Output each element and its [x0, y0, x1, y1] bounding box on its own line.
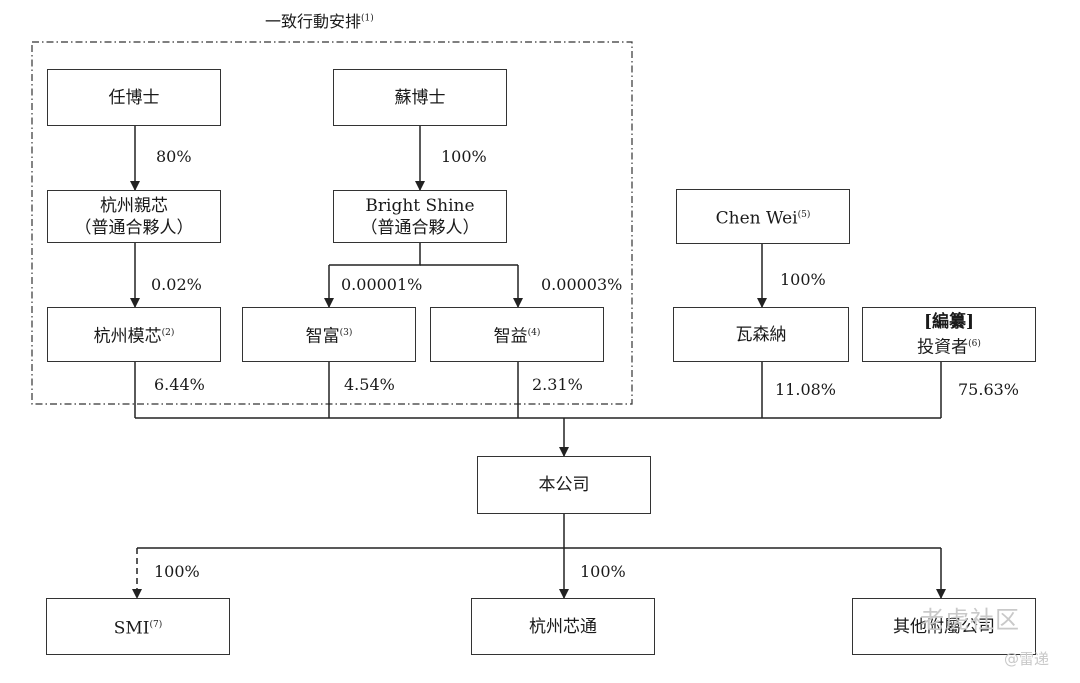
node-label: 蘇博士 — [394, 87, 446, 108]
pct-to-subs: 100% — [580, 562, 626, 581]
node-redacted-label: [編纂] — [923, 311, 975, 332]
node-dr-su: 蘇博士 — [333, 69, 507, 126]
node-label: 杭州親芯 — [100, 195, 168, 216]
node-label: 瓦森納 — [735, 324, 787, 345]
node-zhifu: 智富(3) — [242, 307, 416, 362]
node-note: (5) — [797, 209, 811, 220]
watermark-brand: 老虎社区 — [920, 606, 1020, 634]
group-title-text: 一致行動安排 — [265, 12, 362, 31]
node-dr-ren: 任博士 — [47, 69, 221, 126]
node-company: 本公司 — [477, 456, 651, 514]
node-hz-xintong: 杭州芯通 — [471, 598, 655, 655]
concert-group-title: 一致行動安排(1) — [265, 8, 374, 32]
pct-to-smi: 100% — [154, 562, 200, 581]
pct-wasenna-share: 11.08% — [775, 380, 837, 399]
node-hz-qinxin: 杭州親芯 （普通合夥人） — [47, 190, 221, 243]
watermark-handle: @雷递 — [1004, 650, 1050, 668]
node-wasenna: 瓦森納 — [673, 307, 849, 362]
pct-qinxin-moxin: 0.02% — [151, 275, 202, 294]
node-label: 投資者 — [917, 337, 969, 358]
node-note: (6) — [968, 338, 981, 349]
node-label: 杭州模芯 — [93, 326, 162, 347]
node-chen-wei: Chen Wei(5) — [676, 189, 850, 244]
node-label: Bright Shine — [365, 195, 475, 216]
node-label: 杭州芯通 — [529, 616, 597, 637]
node-sublabel: （普通合夥人） — [360, 217, 480, 238]
pct-chen-wasenna: 100% — [780, 270, 826, 289]
pct-zhiyi-share: 2.31% — [532, 375, 583, 394]
pct-bright-zhiyi: 0.00003% — [541, 275, 623, 294]
pct-investors-share: 75.63% — [958, 380, 1020, 399]
pct-moxin-share: 6.44% — [154, 375, 205, 394]
pct-su-bright: 100% — [441, 147, 487, 166]
node-other-subsidiaries: 其他附屬公司 — [852, 598, 1036, 655]
node-smi: SMI(7) — [46, 598, 230, 655]
node-sublabel: （普通合夥人） — [74, 217, 194, 238]
node-investors: [編纂] 投資者(6) — [862, 307, 1036, 362]
node-label: Chen Wei — [715, 208, 798, 229]
pct-zhifu-share: 4.54% — [344, 375, 395, 394]
pct-ren-qinxin: 80% — [156, 147, 192, 166]
node-zhiyi: 智益(4) — [430, 307, 604, 362]
node-note: (3) — [339, 327, 353, 338]
node-label: 智富 — [305, 326, 340, 347]
node-label: 任博士 — [108, 87, 160, 108]
group-title-note: (1) — [361, 13, 374, 24]
node-note: (7) — [149, 619, 163, 630]
pct-bright-zhifu: 0.00001% — [341, 275, 423, 294]
node-label: 本公司 — [538, 475, 590, 495]
node-label: 智益 — [493, 326, 528, 347]
node-note: (4) — [527, 327, 541, 338]
node-bright-shine: Bright Shine （普通合夥人） — [333, 190, 507, 243]
concert-group-border — [31, 41, 633, 405]
node-hz-moxin: 杭州模芯(2) — [47, 307, 221, 362]
node-label: SMI — [113, 618, 150, 639]
node-label: 其他附屬公司 — [893, 616, 995, 637]
node-note: (2) — [161, 327, 175, 338]
